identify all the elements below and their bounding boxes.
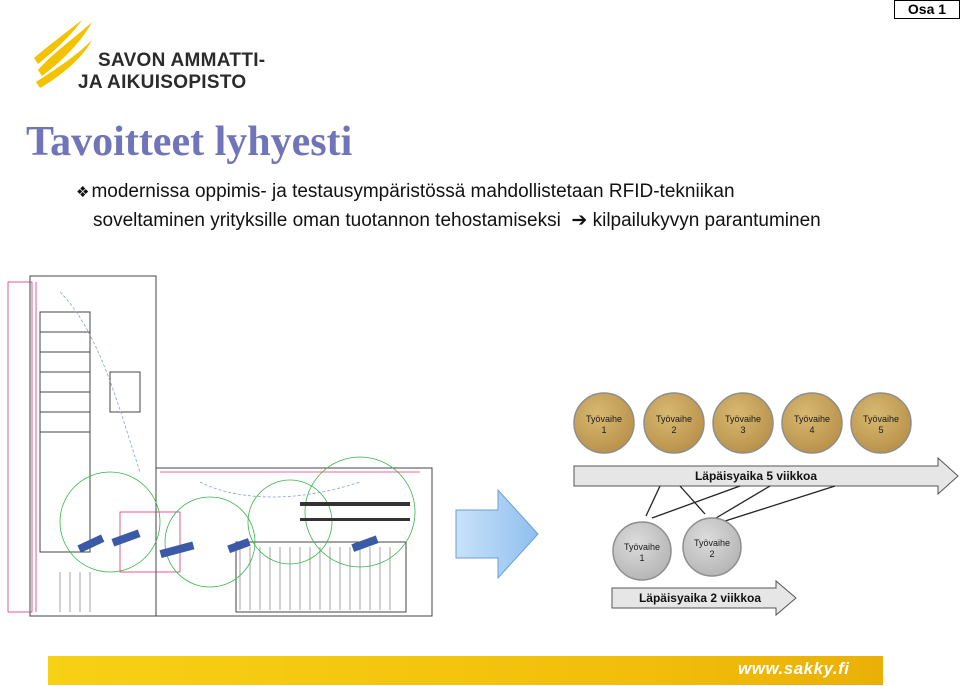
big-right-arrow-icon [455, 488, 539, 580]
logo-flame-icon [34, 20, 92, 88]
bottom-lead-time-arrow: Läpäisyaika 2 viikkoa [611, 579, 797, 617]
floor-plan-drawing [7, 275, 433, 617]
logo-line-2: JA AIKUISOPISTO [78, 72, 247, 93]
bullet-line-2: soveltaminen yrityksille oman tuotannon … [93, 210, 821, 231]
right-arrow-icon: ➔ [571, 210, 588, 231]
diamond-bullet-icon: ❖ [76, 184, 90, 201]
svg-text:Läpäisyaika 2 viikkoa: Läpäisyaika 2 viikkoa [639, 591, 761, 605]
section-badge: Osa 1 [894, 0, 960, 19]
svg-text:Läpäisyaika 5 viikkoa: Läpäisyaika 5 viikkoa [695, 469, 817, 483]
page-title: Tavoitteet lyhyesti [26, 119, 353, 165]
footer-bar [48, 656, 883, 685]
top-lead-time-arrow: Läpäisyaika 5 viikkoa [573, 456, 959, 496]
footer-url[interactable]: www.sakky.fi [738, 659, 850, 678]
logo-line-1: SAVON AMMATTI- [98, 50, 266, 71]
bullet-text: ❖modernissa oppimis- ja testausympäristö… [76, 178, 936, 235]
bullet-line-1: modernissa oppimis- ja testausympäristös… [91, 181, 735, 202]
